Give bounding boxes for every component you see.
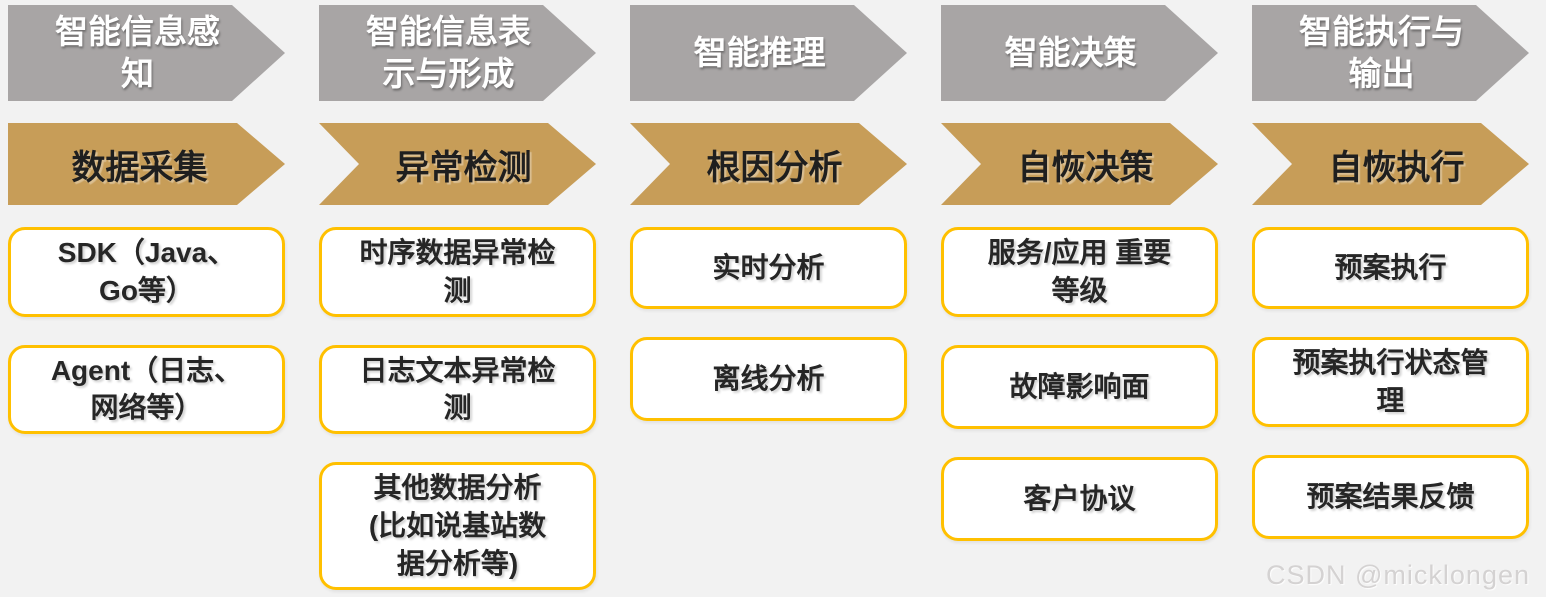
task-box-service-priority: 服务/应用 重要 等级: [941, 227, 1218, 317]
task-box-customer-agreement: 客户协议: [941, 456, 1218, 541]
task-box-plan-result-feedback: 预案结果反馈: [1252, 454, 1529, 539]
column-self-healing-execution: 智能执行与 输出 自恢执行 预案执行 预案执行状态管 理 预案结果反馈: [1252, 5, 1529, 590]
pipeline-columns: 智能信息感 知 数据采集 SDK（Java、 Go等） Agent（日志、 网络…: [8, 5, 1529, 590]
column-self-healing-decision: 智能决策 自恢决策 服务/应用 重要 等级 故障影响面 客户协议: [941, 5, 1218, 590]
stage-arrow-reasoning: 智能推理: [630, 5, 907, 101]
watermark: CSDN @micklongen: [1266, 560, 1530, 590]
phase-arrow-self-healing-decision: 自恢决策: [941, 123, 1218, 205]
column-data-collection: 智能信息感 知 数据采集 SDK（Java、 Go等） Agent（日志、 网络…: [8, 5, 285, 590]
task-box-other-data-analysis: 其他数据分析 (比如说基站数 据分析等): [319, 462, 596, 590]
task-box-plan-status-management: 预案执行状态管 理: [1252, 337, 1529, 427]
task-box-timeseries-anomaly: 时序数据异常检 测: [319, 227, 596, 317]
task-box-fault-impact: 故障影响面: [941, 344, 1218, 429]
phase-arrow-anomaly-detection: 异常检测: [319, 123, 596, 205]
task-box-plan-execution: 预案执行: [1252, 227, 1529, 309]
stage-arrow-representation: 智能信息表 示与形成: [319, 5, 596, 101]
column-anomaly-detection: 智能信息表 示与形成 异常检测 时序数据异常检 测 日志文本异常检 测 其他数据…: [319, 5, 596, 590]
stage-arrow-decision: 智能决策: [941, 5, 1218, 101]
task-box-offline-analysis: 离线分析: [630, 337, 907, 421]
task-box-agent: Agent（日志、 网络等）: [8, 344, 285, 435]
task-box-sdk: SDK（Java、 Go等）: [8, 227, 285, 317]
stage-arrow-perception: 智能信息感 知: [8, 5, 285, 101]
phase-arrow-data-collection: 数据采集: [8, 123, 285, 205]
phase-arrow-root-cause: 根因分析: [630, 123, 907, 205]
phase-arrow-self-healing-execution: 自恢执行: [1252, 123, 1529, 205]
column-root-cause: 智能推理 根因分析 实时分析 离线分析: [630, 5, 907, 590]
task-box-log-text-anomaly: 日志文本异常检 测: [319, 344, 596, 435]
task-box-realtime-analysis: 实时分析: [630, 227, 907, 309]
stage-arrow-execution-output: 智能执行与 输出: [1252, 5, 1529, 101]
